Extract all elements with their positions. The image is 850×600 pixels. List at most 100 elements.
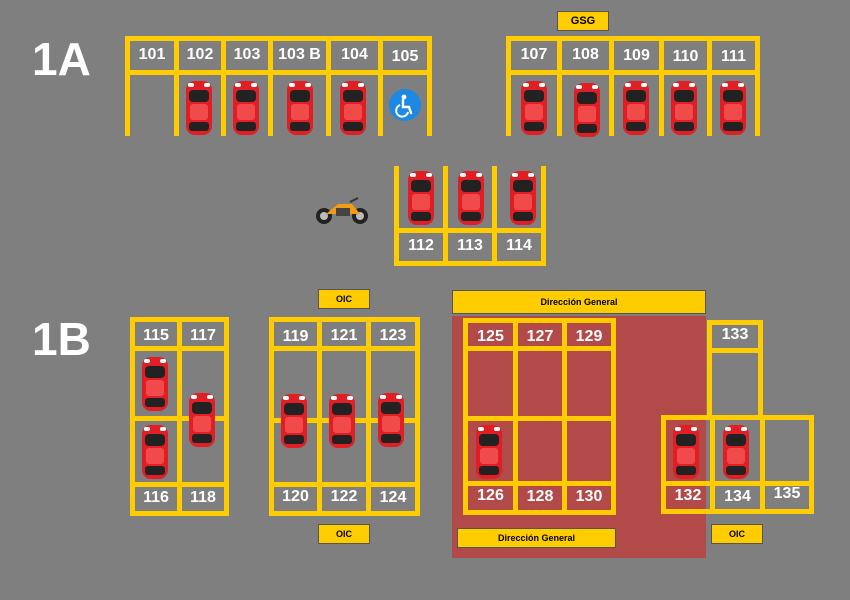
lot-132-bottom-line	[661, 509, 814, 514]
divider	[707, 320, 712, 420]
oic-sign-top: OIC	[318, 289, 370, 309]
lot-132-top-line	[661, 415, 814, 420]
lot-125-line	[463, 346, 616, 351]
lot-101-top-line	[125, 36, 432, 41]
divider	[809, 415, 814, 514]
divider	[415, 317, 420, 516]
spot-103b-label: 103 B	[278, 46, 321, 63]
spot-104-label: 104	[341, 46, 368, 63]
spot-129-label: 129	[575, 328, 603, 345]
divider	[760, 415, 765, 514]
lot-132-line	[661, 481, 814, 486]
divider	[427, 36, 432, 136]
divider	[659, 36, 664, 136]
spot-135-label: 135	[773, 485, 801, 502]
divider	[755, 36, 760, 136]
divider	[269, 317, 274, 516]
divider	[506, 36, 511, 136]
lot-101-mid-line	[125, 70, 432, 75]
divider	[557, 36, 562, 136]
oic-sign-bottom-right: OIC	[711, 524, 763, 544]
car-icon	[188, 392, 216, 448]
spot-125-label: 125	[477, 328, 504, 345]
lot-107-top-line	[506, 36, 760, 41]
spot-124-label: 124	[379, 489, 407, 506]
car-icon	[377, 392, 405, 448]
lot-125-line	[463, 416, 616, 421]
lot-133-line	[707, 348, 763, 353]
divider	[758, 320, 763, 420]
spot-119-label: 119	[282, 328, 309, 345]
spot-115-label: 115	[143, 327, 169, 344]
car-icon	[232, 80, 260, 136]
lot-119-bottom-line	[269, 511, 420, 516]
car-icon	[672, 424, 700, 480]
lot-119-top-line	[269, 317, 420, 322]
gsg-sign: GSG	[557, 11, 609, 31]
divider	[378, 36, 383, 136]
spot-132-label: 132	[674, 487, 702, 504]
direccion-general-sign-top: Dirección General	[452, 290, 706, 314]
divider	[609, 36, 614, 136]
car-icon	[475, 424, 503, 480]
car-icon	[407, 170, 435, 226]
divider	[174, 36, 179, 136]
car-icon	[719, 80, 747, 136]
spot-133-label: 133	[721, 326, 749, 343]
car-icon	[286, 80, 314, 136]
divider	[130, 317, 135, 516]
car-icon	[457, 170, 485, 226]
divider	[492, 166, 497, 266]
spot-103-label: 103	[233, 46, 261, 63]
spot-107-label: 107	[520, 46, 548, 63]
divider	[710, 415, 715, 514]
spot-114-label: 114	[506, 237, 532, 254]
car-icon	[722, 424, 750, 480]
car-icon	[509, 170, 537, 226]
divider	[268, 36, 273, 136]
divider	[366, 317, 371, 516]
divider	[125, 36, 130, 136]
spot-130-label: 130	[575, 488, 603, 505]
spot-123-label: 123	[379, 327, 407, 344]
lot-112-bottom-line	[394, 261, 546, 266]
car-icon	[573, 82, 601, 138]
spot-126-label: 126	[477, 487, 504, 504]
spot-118-label: 118	[190, 489, 216, 506]
car-icon	[339, 80, 367, 136]
car-icon	[141, 356, 169, 412]
lot-125-line	[463, 481, 616, 486]
spot-108-label: 108	[572, 46, 599, 63]
zone-1a-label: 1A	[32, 33, 91, 85]
spot-102-label: 102	[186, 46, 214, 63]
spot-134-label: 134	[724, 488, 751, 505]
car-icon	[670, 80, 698, 136]
spot-111-label: 111	[721, 48, 746, 65]
spot-101-label: 101	[138, 46, 166, 63]
car-icon	[141, 424, 169, 480]
car-icon	[280, 393, 308, 449]
divider	[221, 36, 226, 136]
divider	[661, 415, 666, 514]
spot-127-label: 127	[526, 328, 554, 345]
spot-112-label: 112	[408, 237, 434, 254]
motorcycle-icon	[316, 197, 368, 224]
zone-1b-label: 1B	[32, 313, 91, 365]
wheelchair-icon	[389, 89, 421, 121]
car-icon	[185, 80, 213, 136]
divider	[177, 317, 182, 516]
spot-113-label: 113	[457, 237, 483, 254]
spot-128-label: 128	[526, 488, 554, 505]
divider	[224, 317, 229, 516]
divider	[707, 36, 712, 136]
spot-110-label: 110	[672, 48, 699, 65]
spot-122-label: 122	[330, 488, 358, 505]
spot-117-label: 117	[190, 327, 216, 344]
spot-109-label: 109	[623, 47, 650, 64]
divider	[326, 36, 331, 136]
oic-sign-bottom-left: OIC	[318, 524, 370, 544]
lot-119-line	[269, 482, 420, 487]
divider	[541, 166, 546, 266]
lot-112-mid-line	[394, 228, 546, 233]
lot-125-top-line	[463, 318, 616, 323]
